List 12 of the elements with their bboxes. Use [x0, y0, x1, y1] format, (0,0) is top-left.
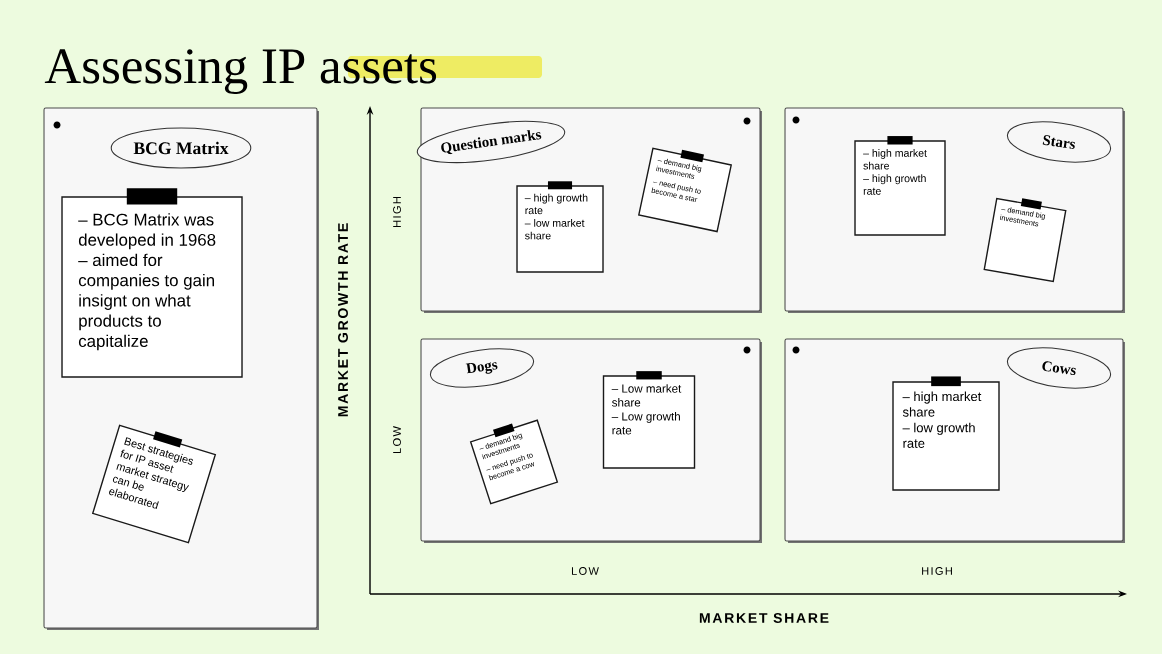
sticky-note: – BCG Matrix was developed in 1968 – aimed for companies to gain insignt on what products to capitalize: [61, 196, 243, 378]
axis-label: HIGH: [393, 197, 401, 227]
axis-label: MARKET SHARE: [699, 613, 829, 623]
axis-label: HIGH: [922, 567, 952, 575]
sticky-note: – Low market share – Low growth rate: [602, 375, 696, 469]
axis-label: LOW: [393, 426, 401, 453]
axis-label: LOW: [572, 567, 599, 575]
sticky-note: – high market share – high growth rate: [854, 140, 946, 236]
axis-label: MARKET GROWTH RATE: [338, 223, 348, 417]
sticky-note: – high market share – low growth rate: [892, 381, 1000, 491]
title: Assessing IP assets: [44, 49, 437, 94]
sticky-note: – high growth rate – low market share: [516, 185, 604, 273]
